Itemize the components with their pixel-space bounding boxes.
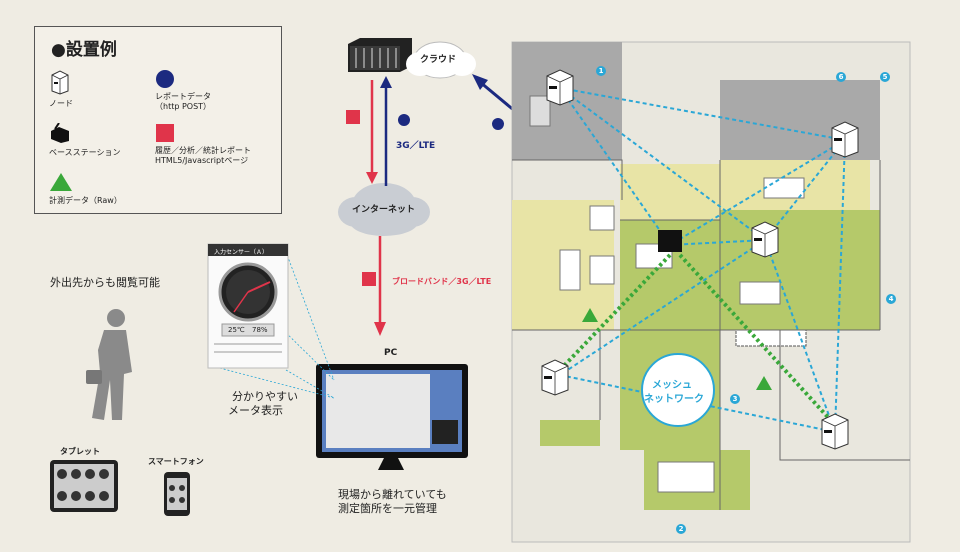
node-icon: [750, 220, 780, 258]
phone-app-screen: [207, 243, 289, 369]
cloud-icon: [406, 41, 476, 79]
tablet-label: タブレット: [60, 447, 100, 456]
legend-title: ●設置例: [51, 40, 117, 60]
node-icon: [830, 120, 860, 158]
base-station-marker: [658, 230, 682, 252]
downlink-label: ブロードバンド／3G／LTE: [392, 277, 492, 286]
marker-3: 3: [730, 386, 740, 405]
legend-base-station-label: ベースステーション: [49, 148, 121, 157]
legend-report-sub: （http POST）: [155, 102, 212, 111]
legend-history-sub: HTML5/Javascriptページ: [155, 156, 249, 165]
node-icon: [51, 70, 69, 95]
meter-display-caption-1: 分かりやすい: [232, 390, 298, 403]
legend-history-label: 履歴／分析／統計レポート: [155, 146, 251, 155]
cloud-label: クラウド: [420, 55, 457, 65]
mesh-label-1: メッシュ: [652, 380, 692, 391]
phone-app-header: 入力センサー（Ａ）: [214, 249, 269, 256]
central-caption-2: 測定箇所を一元管理: [338, 502, 437, 515]
floor-plan: [511, 41, 911, 543]
marker-6: 6: [836, 64, 846, 83]
legend-box: ●設置例 ノード レポートデータ （http POST） ベースステーション 履…: [34, 26, 282, 214]
history-report-icon: [156, 124, 174, 142]
mesh-network-circle: [641, 353, 715, 427]
smartphone-device: [164, 472, 190, 516]
legend-report-label: レポートデータ: [155, 92, 211, 101]
phone-app-hum: 78%: [252, 326, 268, 334]
tablet-device: [50, 460, 118, 512]
person-silhouette: [86, 309, 132, 420]
marker-2: 2: [676, 516, 686, 535]
internet-cloud-icon: [338, 183, 430, 236]
node-icon: [540, 358, 570, 396]
smartphone-label: スマートフォン: [148, 457, 204, 466]
phone-app-temp: 25℃: [228, 326, 245, 334]
base-station-icon: [51, 123, 69, 143]
node-icon: [545, 68, 575, 106]
remote-view-caption: 外出先からも閲覧可能: [50, 276, 160, 289]
legend-node-label: ノード: [49, 99, 73, 108]
uplink-label: 3G／LTE: [396, 141, 436, 151]
raw-data-icon: [50, 173, 72, 191]
pc-monitor: [316, 364, 468, 470]
marker-4: 4: [886, 286, 896, 305]
internet-label: インターネット: [352, 205, 416, 215]
marker-5: 5: [880, 64, 890, 83]
mesh-label-2: ネットワーク: [644, 394, 704, 405]
pc-label: PC: [384, 348, 398, 358]
marker-1: 1: [596, 58, 606, 77]
meter-display-caption-2: メータ表示: [228, 404, 283, 417]
central-caption-1: 現場から離れていても: [338, 488, 447, 501]
server-rack-icon: [348, 38, 412, 72]
report-data-icon: [156, 70, 174, 88]
node-icon: [820, 412, 850, 450]
legend-raw-label: 計測データ（Raw）: [49, 196, 122, 205]
